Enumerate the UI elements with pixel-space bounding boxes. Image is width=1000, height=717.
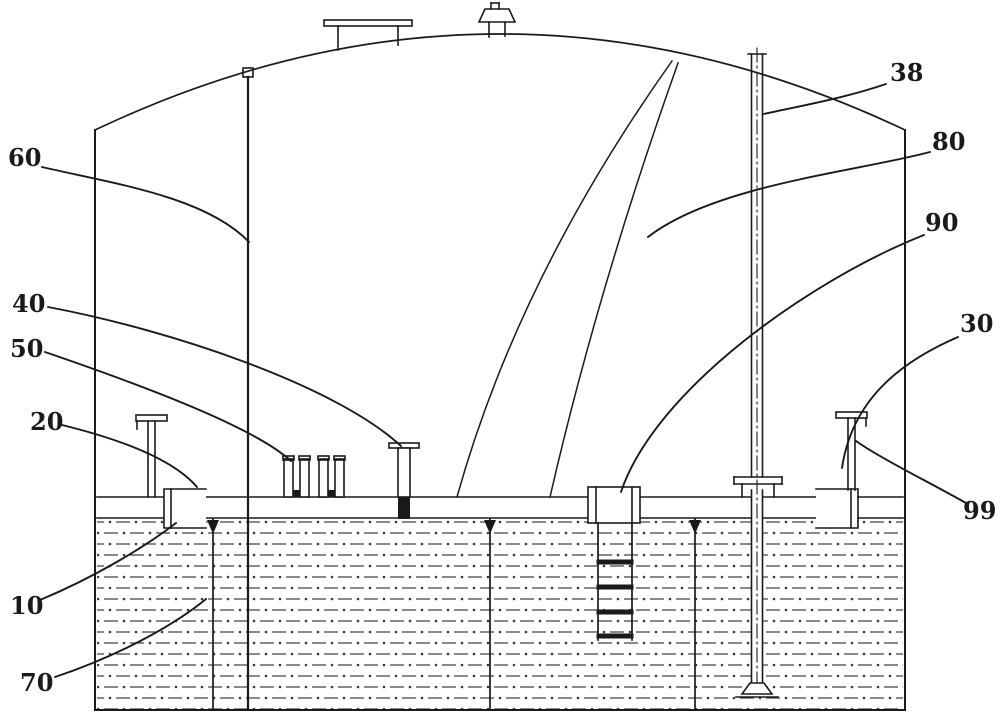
rim-post-left — [135, 414, 168, 498]
ref-label-90: 90 — [925, 208, 958, 237]
ref-label-20: 20 — [30, 407, 63, 436]
deck-manhole — [587, 486, 641, 524]
ref-label-80: 80 — [932, 127, 965, 156]
gauge-pole-foot — [735, 682, 779, 698]
deck-ladder — [596, 522, 634, 641]
deck-rim-left — [163, 488, 207, 529]
bleeder-vent-a — [282, 455, 311, 498]
leg-arrow — [207, 520, 219, 534]
leader-30 — [841, 336, 959, 469]
leader-50 — [44, 351, 292, 462]
ref-label-99: 99 — [963, 496, 996, 525]
rim-post-right — [835, 411, 868, 491]
ref-label-70: 70 — [20, 668, 53, 697]
tank-shell — [93, 33, 907, 711]
ref-label-30: 30 — [960, 309, 993, 338]
support-legs — [207, 518, 701, 709]
deck-support-fitting — [388, 442, 420, 519]
ref-label-40: 40 — [12, 289, 45, 318]
anti-static-cable — [456, 59, 679, 498]
stored-liquid — [97, 520, 903, 709]
tank-dome — [93, 33, 907, 132]
ref-label-50: 50 — [10, 334, 43, 363]
gauge-pole-deck-guide — [733, 476, 783, 498]
leader-90 — [620, 234, 925, 493]
gauge-pole — [733, 47, 783, 698]
leader-40 — [47, 306, 402, 447]
leader-80 — [647, 151, 931, 238]
leg-arrow — [689, 520, 701, 534]
leader-20 — [61, 424, 198, 488]
ref-label-10: 10 — [10, 591, 43, 620]
roof-nozzle — [323, 19, 413, 51]
leader-38 — [763, 83, 887, 115]
leader-99 — [855, 440, 967, 504]
guide-pole — [242, 67, 254, 711]
roof-fittings — [323, 2, 517, 51]
floating-deck — [96, 411, 904, 529]
leader-10 — [39, 522, 177, 601]
leader-70 — [54, 598, 207, 678]
bleeder-vent-b — [317, 455, 346, 498]
ref-label-38: 38 — [890, 58, 923, 87]
roof-vent — [477, 2, 517, 38]
reference-labels: 60 40 50 20 10 70 38 80 90 30 99 — [8, 58, 996, 697]
leg-arrow — [484, 520, 496, 534]
ref-label-60: 60 — [8, 143, 41, 172]
leader-60 — [41, 166, 250, 243]
deck-rim-right — [815, 488, 859, 529]
leader-lines — [39, 83, 967, 678]
